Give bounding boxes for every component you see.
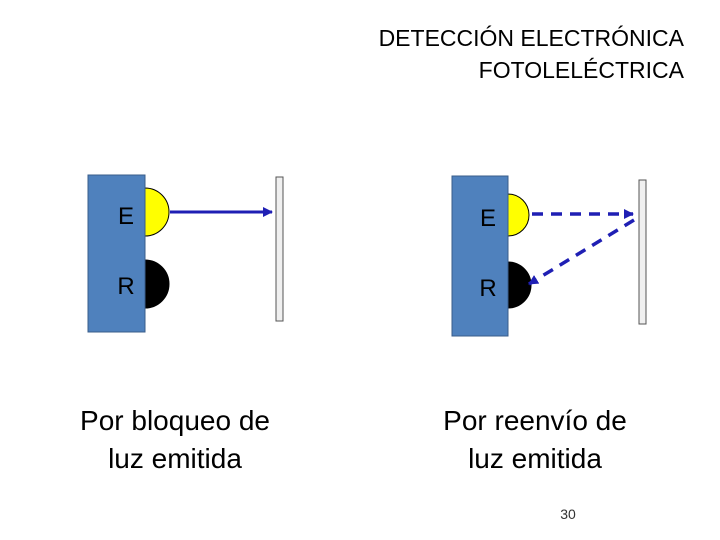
title-line-2: FOTOLELÉCTRICA <box>478 57 684 83</box>
emitter-label: E <box>480 205 496 232</box>
title-line-1: DETECCIÓN ELECTRÓNICA <box>378 25 684 51</box>
reflected-beam <box>528 218 635 286</box>
caption-line-2: luz emitida <box>108 443 242 474</box>
caption-blocking: Por bloqueo de luz emitida <box>52 402 298 478</box>
panel-reflection: E R <box>451 175 647 337</box>
sensor-housing <box>87 174 146 333</box>
panel-blocking: E R <box>87 174 284 333</box>
receiver-lens <box>144 259 170 309</box>
page-number: 30 <box>560 506 576 522</box>
receiver-label: R <box>479 275 496 302</box>
emitter-lens <box>507 193 530 237</box>
caption-line-2: luz emitida <box>468 443 602 474</box>
emitter-label: E <box>118 203 134 230</box>
reflector <box>638 179 647 325</box>
caption-reflection: Por reenvío de luz emitida <box>412 402 658 478</box>
receiver-label: R <box>117 273 134 300</box>
receiver-lens <box>507 261 532 309</box>
caption-line-1: Por reenvío de <box>443 405 627 436</box>
caption-line-1: Por bloqueo de <box>80 405 270 436</box>
sensor-housing <box>451 175 509 337</box>
emitter-lens <box>144 187 170 237</box>
slide-title: DETECCIÓN ELECTRÓNICA FOTOLELÉCTRICA <box>379 22 684 86</box>
reflector <box>275 176 284 322</box>
